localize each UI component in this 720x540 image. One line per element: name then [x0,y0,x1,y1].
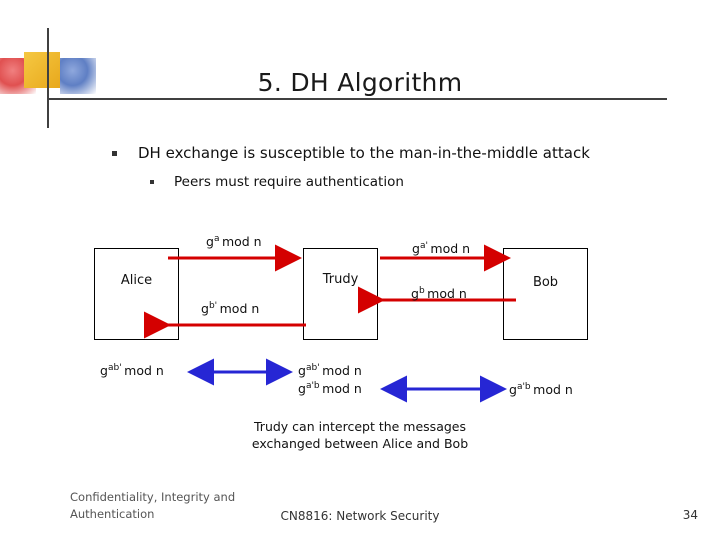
diagram-caption-line2: exchanged between Alice and Bob [251,436,469,451]
node-box-alice [94,248,179,340]
diagram-caption-line1: Trudy can intercept the messages [254,419,466,434]
label-gab-prime-mod-n-mid: gab' mod n [298,363,362,378]
footer-left: Confidentiality, Integrity and Authentic… [70,489,235,523]
label-ga-prime-b-mod-n-right: ga'b mod n [509,382,573,397]
bullet-level1-label: DH exchange is susceptible to the man-in… [138,144,590,162]
label-ga-prime-b-mod-n-right-text: ga'b mod n [509,382,573,398]
label-ga-prime-mod-n: ga' mod n [412,241,470,256]
label-ga-prime-b-mod-n-mid-text: ga'b mod n [298,381,362,397]
footer-left-line2: Authentication [70,507,155,521]
label-ga-prime-b-mod-n-mid: ga'b mod n [298,381,362,396]
decorative-logo [0,28,120,128]
node-label-trudy: Trudy [322,272,359,287]
node-box-bob [503,248,588,340]
label-ga-prime-mod-n-text: ga' mod n [412,241,471,257]
label-gab-prime-mod-n-left: gab' mod n [100,363,164,378]
label-ga-mod-n: ga mod n [206,234,262,249]
bullet-level2: Peers must require authentication [150,174,404,190]
footer-left-line1: Confidentiality, Integrity and [70,490,236,504]
label-ga-mod-n-text: ga mod n [206,234,262,250]
logo-square-blue [60,58,96,94]
label-gb-prime-mod-n-text: gb' mod n [201,301,260,317]
label-gb-mod-n: gb mod n [411,286,467,301]
logo-vertical-rule [47,28,49,128]
diagram-caption: Trudy can intercept the messages exchang… [0,418,720,452]
bullet-level1: DH exchange is susceptible to the man-in… [112,144,590,162]
bullet-level2-label: Peers must require authentication [174,174,404,190]
node-label-bob: Bob [532,275,559,290]
label-gb-mod-n-text: gb mod n [411,286,467,302]
node-label-alice: Alice [120,273,153,288]
bullet-sub-marker-icon [150,180,154,184]
logo-square-yellow [24,52,60,88]
node-box-trudy [303,248,378,340]
title-horizontal-rule [47,98,667,100]
footer-page-number: 34 [682,508,698,522]
footer-course-title: CN8816: Network Security [280,509,440,523]
label-gab-prime-mod-n-left-text: gab' mod n [100,363,164,379]
label-gb-prime-mod-n: gb' mod n [201,301,259,316]
page-title: 5. DH Algorithm [257,68,463,97]
bullet-marker-icon [112,151,117,156]
label-gab-prime-mod-n-mid-text: gab' mod n [298,363,362,379]
